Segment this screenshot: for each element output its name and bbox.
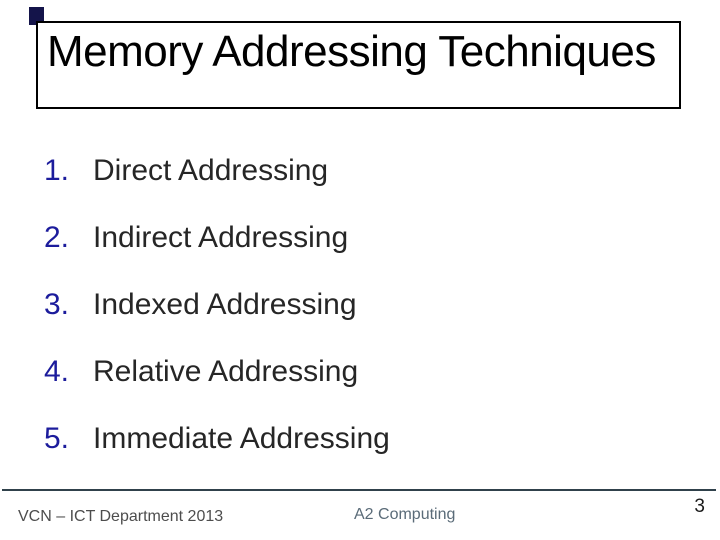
list-item-number: 4. — [44, 355, 70, 388]
list-item-number: 5. — [44, 422, 70, 455]
list-item: 4. Relative Addressing — [44, 353, 684, 391]
list-item-label: Relative Addressing — [93, 355, 359, 388]
list-item-label: Direct Addressing — [93, 154, 329, 187]
footer-course-label: A2 Computing — [354, 506, 456, 523]
title-box: Memory Addressing Techniques — [36, 21, 681, 109]
list-item: 5. Immediate Addressing — [44, 420, 684, 458]
list-item: 1. Direct Addressing — [44, 152, 684, 190]
addressing-techniques-list: 1. Direct Addressing 2. Indirect Address… — [44, 152, 684, 487]
footer-department-label: VCN – ICT Department 2013 — [18, 508, 224, 525]
list-item-number: 1. — [44, 154, 70, 187]
list-item-label: Indirect Addressing — [93, 221, 349, 254]
footer-divider — [2, 489, 716, 491]
page-title: Memory Addressing Techniques — [47, 27, 656, 76]
list-item: 2. Indirect Addressing — [44, 219, 684, 257]
list-item: 3. Indexed Addressing — [44, 286, 684, 324]
list-item-label: Immediate Addressing — [93, 422, 390, 455]
slide-page-number: 3 — [694, 496, 705, 517]
template-corner-mark — [29, 7, 44, 25]
list-item-number: 2. — [44, 221, 70, 254]
list-item-label: Indexed Addressing — [93, 288, 357, 321]
list-item-number: 3. — [44, 288, 70, 321]
